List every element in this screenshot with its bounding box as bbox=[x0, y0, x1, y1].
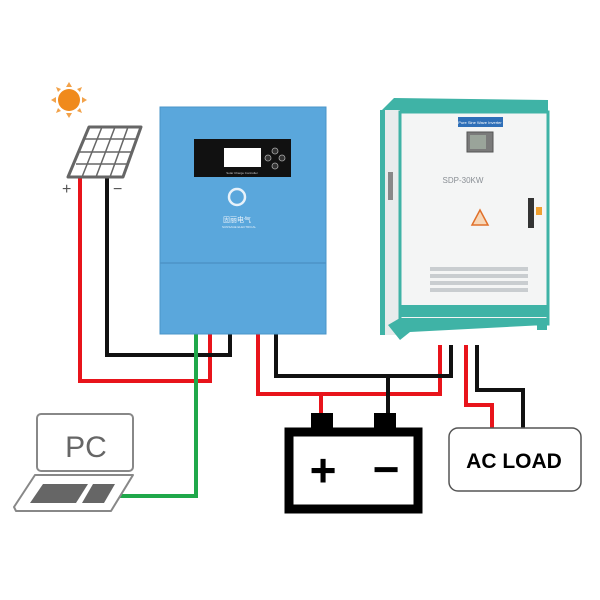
inverter-top-label: Pure Sine Wave Inverter bbox=[458, 120, 502, 125]
charge-controller: Solar Charge Controller 固丽电气 SUNSAGE ELE… bbox=[159, 106, 327, 335]
sun-icon bbox=[51, 82, 87, 118]
controller-button-left bbox=[264, 154, 272, 162]
laptop-icon bbox=[13, 413, 134, 512]
controller-button-up bbox=[271, 147, 279, 155]
inverter-vents bbox=[430, 267, 528, 292]
controller-battery-positive-wire bbox=[256, 333, 442, 396]
solar-panel-icon bbox=[66, 125, 143, 179]
controller-logo-icon bbox=[227, 187, 247, 207]
battery-minus-label: − bbox=[373, 443, 400, 495]
load-live-wire bbox=[464, 345, 494, 428]
pc-label: PC bbox=[65, 431, 107, 464]
controller-button-right bbox=[278, 154, 286, 162]
battery-icon bbox=[284, 413, 423, 514]
controller-button-down bbox=[271, 162, 279, 170]
inverter-handle-left bbox=[388, 172, 393, 200]
panel-plus-label: + bbox=[62, 181, 71, 198]
battery-plus-label: + bbox=[310, 444, 337, 496]
inverter-handle-right bbox=[528, 198, 534, 228]
controller-brand-sub: SUNSAGE ELECTRICAL bbox=[222, 225, 256, 229]
controller-battery-negative-wire bbox=[274, 333, 453, 378]
panel-negative-wire bbox=[105, 178, 232, 357]
warning-icon bbox=[470, 208, 490, 226]
pc-communication-wire bbox=[120, 333, 198, 498]
panel-minus-label: − bbox=[113, 181, 122, 198]
ac-load-label: AC LOAD bbox=[466, 450, 562, 473]
controller-lcd bbox=[224, 148, 261, 167]
load-neutral-wire bbox=[475, 345, 525, 428]
controller-display-caption: Solar Charge Controller bbox=[226, 171, 258, 175]
inverter-model: SDP-30KW bbox=[443, 176, 484, 185]
controller-brand: 固丽电气 bbox=[223, 215, 251, 224]
inverter: Pure Sine Wave Inverter SDP-30KW bbox=[380, 98, 550, 340]
ac-load-box bbox=[448, 427, 582, 492]
